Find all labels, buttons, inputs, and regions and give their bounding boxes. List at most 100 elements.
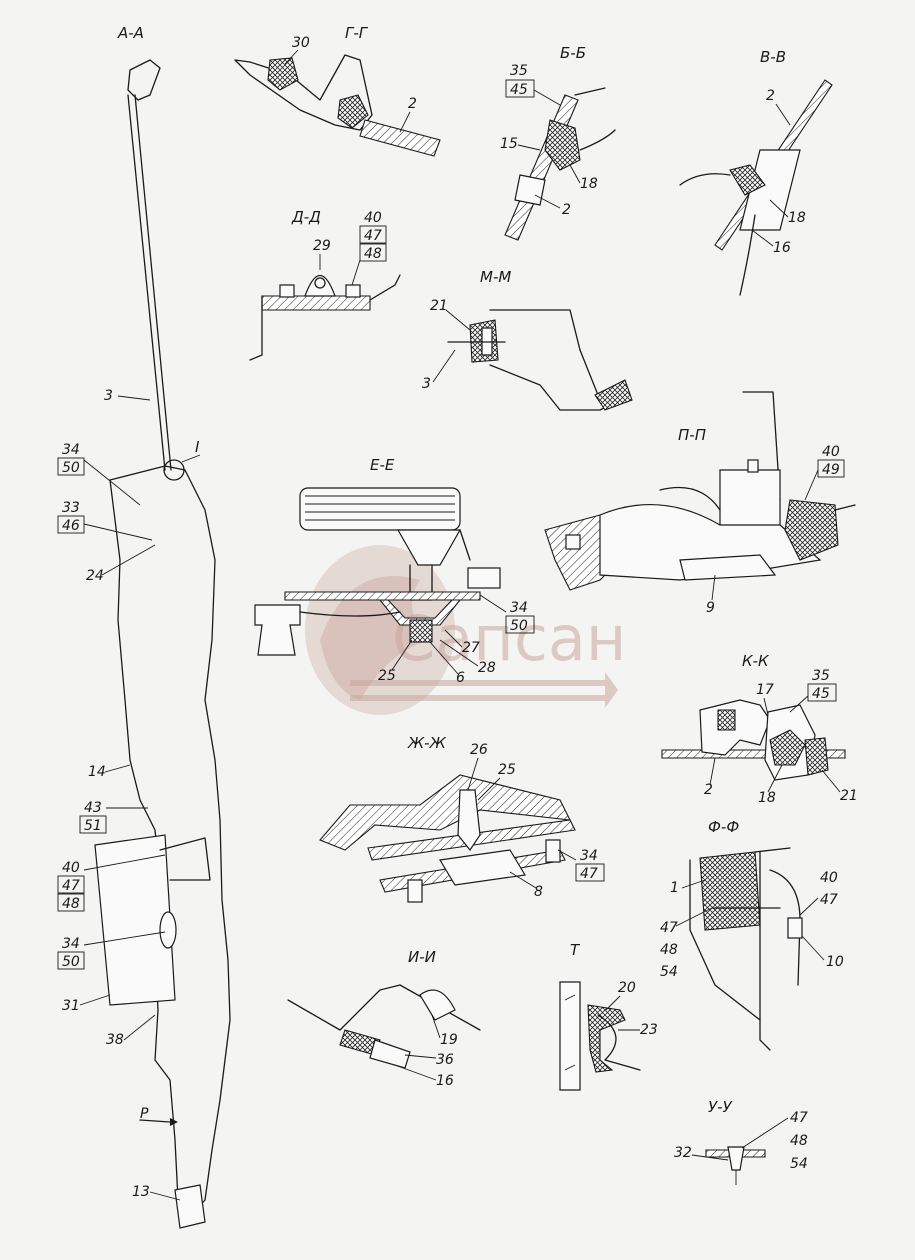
label-pp-9: 9 xyxy=(706,600,715,616)
label-aa-50: 50 xyxy=(62,460,80,476)
label-zhzh-25: 25 xyxy=(498,762,516,778)
label-ff-54: 54 xyxy=(660,964,678,980)
section-g-g: Г-Г 30 2 xyxy=(234,24,441,157)
section-title-i-i: И-И xyxy=(408,948,436,966)
label-kk-2: 2 xyxy=(704,782,713,798)
section-title-u-u: У-У xyxy=(708,1098,733,1116)
label-aa-50b: 50 xyxy=(62,954,80,970)
section-b-b: Б-Б 35 45 15 18 2 xyxy=(500,44,616,241)
label-uu-47: 47 xyxy=(790,1110,808,1126)
section-title-a-a: А-А xyxy=(117,24,144,42)
label-uu-54: 54 xyxy=(790,1156,808,1172)
label-bb-2: 2 xyxy=(562,202,571,218)
label-ff-40: 40 xyxy=(820,870,838,886)
section-d-d: Д-Д 29 40 47 48 xyxy=(249,208,401,361)
label-bb-15: 15 xyxy=(500,136,518,152)
label-zhzh-47: 47 xyxy=(580,866,598,882)
label-pp-40: 40 xyxy=(822,444,840,460)
label-kk-45: 45 xyxy=(812,686,830,702)
label-uu-48: 48 xyxy=(790,1133,808,1149)
label-aa-48: 48 xyxy=(62,896,80,912)
label-kk-18: 18 xyxy=(758,790,776,806)
label-aa-51: 51 xyxy=(84,818,102,834)
section-u-u: У-У 47 48 54 32 xyxy=(674,1098,808,1185)
label-aa-40: 40 xyxy=(62,860,80,876)
section-v-v: В-В 2 18 16 xyxy=(679,48,833,296)
section-k-k: К-К 35 45 17 2 18 21 xyxy=(661,652,858,806)
label-ee-6: 6 xyxy=(456,670,465,686)
section-zh-zh: Ж-Ж 26 25 34 47 8 xyxy=(319,734,605,903)
section-title-b-b: Б-Б xyxy=(560,44,586,62)
section-a-a: А-А I Р 3 34 50 33 46 24 14 43 51 40 xyxy=(57,24,231,1229)
section-title-f-f: Ф-Ф xyxy=(708,818,739,836)
label-kk-17: 17 xyxy=(756,682,774,698)
label-ee-28: 28 xyxy=(478,660,496,676)
label-ff-10: 10 xyxy=(826,954,844,970)
label-ee-50: 50 xyxy=(510,618,528,634)
label-ff-1: 1 xyxy=(670,880,679,896)
section-e-e: Е-Е 34 50 27 28 25 6 xyxy=(254,456,535,686)
label-vv-2: 2 xyxy=(766,88,775,104)
section-title-t: Т xyxy=(570,941,581,959)
label-bb-35: 35 xyxy=(510,63,528,79)
label-aa-14: 14 xyxy=(88,764,106,780)
section-title-d-d: Д-Д xyxy=(291,208,321,226)
label-uu-32: 32 xyxy=(674,1145,692,1161)
label-pp-49: 49 xyxy=(822,462,840,478)
label-ff-48: 48 xyxy=(660,942,678,958)
label-aa-38: 38 xyxy=(106,1032,124,1048)
label-aa-47: 47 xyxy=(62,878,80,894)
label-t-20: 20 xyxy=(618,980,636,996)
label-gg-2: 2 xyxy=(408,96,417,112)
label-dd-29: 29 xyxy=(313,238,331,254)
label-dd-40: 40 xyxy=(364,210,382,226)
section-f-f: Ф-Ф 40 47 1 47 48 54 10 xyxy=(660,818,844,1051)
section-title-k-k: К-К xyxy=(742,652,770,670)
section-p-p: П-П 40 49 9 xyxy=(544,391,856,616)
view-arrow-p: Р xyxy=(140,1106,149,1122)
section-title-m-m: М-М xyxy=(480,268,511,286)
label-dd-48: 48 xyxy=(364,246,382,262)
label-kk-35: 35 xyxy=(812,668,830,684)
label-kk-21: 21 xyxy=(840,788,858,804)
label-aa-46: 46 xyxy=(62,518,80,534)
label-aa-33: 33 xyxy=(62,500,80,516)
label-ff-47: 47 xyxy=(820,892,838,908)
label-ii-19: 19 xyxy=(440,1032,458,1048)
label-bb-18: 18 xyxy=(580,176,598,192)
label-zhzh-26: 26 xyxy=(470,742,488,758)
label-mm-3: 3 xyxy=(422,376,431,392)
section-title-zh-zh: Ж-Ж xyxy=(407,734,447,752)
section-title-e-e: Е-Е xyxy=(370,456,395,474)
section-title-g-g: Г-Г xyxy=(345,24,369,42)
label-ee-25: 25 xyxy=(378,668,396,684)
label-zhzh-8: 8 xyxy=(534,884,543,900)
section-title-p-p: П-П xyxy=(678,426,706,444)
label-mm-21: 21 xyxy=(430,298,448,314)
label-aa-34: 34 xyxy=(62,442,80,458)
label-aa-13: 13 xyxy=(132,1184,150,1200)
section-m-m: М-М 21 3 xyxy=(422,268,633,411)
watermark: Сапсан xyxy=(305,545,626,715)
section-title-v-v: В-В xyxy=(760,48,786,66)
label-gg-30: 30 xyxy=(292,35,310,51)
section-t: Т 20 23 xyxy=(559,941,658,1091)
label-dd-47: 47 xyxy=(364,228,382,244)
label-aa-3: 3 xyxy=(104,388,113,404)
label-ii-36: 36 xyxy=(436,1052,454,1068)
label-zhzh-34: 34 xyxy=(580,848,598,864)
label-aa-24: 24 xyxy=(86,568,104,584)
label-t-23: 23 xyxy=(640,1022,658,1038)
label-ii-16: 16 xyxy=(436,1073,454,1089)
label-ff-47b: 47 xyxy=(660,920,678,936)
label-vv-16: 16 xyxy=(773,240,791,256)
view-i-label: I xyxy=(195,438,200,456)
label-ee-34: 34 xyxy=(510,600,528,616)
label-aa-31: 31 xyxy=(62,998,80,1014)
label-aa-43: 43 xyxy=(84,800,102,816)
label-vv-18: 18 xyxy=(788,210,806,226)
label-aa-34b: 34 xyxy=(62,936,80,952)
label-bb-45: 45 xyxy=(510,82,528,98)
label-ee-27: 27 xyxy=(462,640,480,656)
